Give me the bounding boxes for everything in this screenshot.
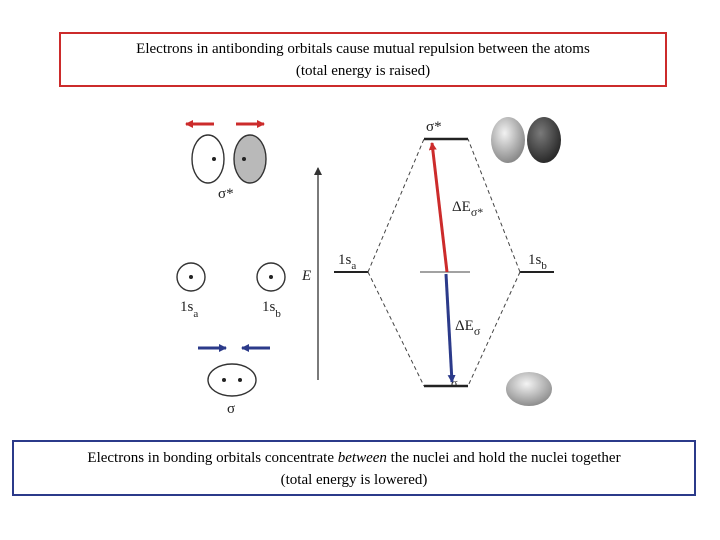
bonding-orbital-shape bbox=[207, 363, 257, 397]
bonding-caption-before: Electrons in bonding orbitals concentrat… bbox=[87, 450, 338, 466]
nucleus-dot bbox=[212, 157, 216, 161]
delta-e-sigma-arrow bbox=[444, 273, 456, 383]
sigma-star-level-label: σ* bbox=[426, 119, 442, 135]
sigma-label: σ bbox=[227, 401, 235, 417]
antibonding-render-light-lobe bbox=[491, 117, 525, 163]
level-1sb-main: 1s bbox=[528, 252, 542, 268]
delta-e-star-sub: σ* bbox=[471, 205, 483, 219]
atomic-orbital-b bbox=[256, 262, 286, 292]
delta-e-star-main: ΔE bbox=[452, 199, 471, 215]
bonding-caption-after: the nuclei and hold the nuclei together bbox=[386, 450, 621, 466]
delta-e-sub: σ bbox=[474, 324, 481, 338]
sigma-level-label: σ bbox=[451, 376, 458, 390]
atomic-orbital-a bbox=[176, 262, 206, 292]
atom-a-label: 1sa bbox=[180, 299, 198, 320]
bonding-caption-line2: (total energy is lowered) bbox=[280, 472, 428, 488]
atom-a-main: 1s bbox=[180, 299, 194, 315]
nucleus-dot bbox=[269, 275, 273, 279]
antibonding-caption-line1: Electrons in antibonding orbitals cause … bbox=[136, 41, 590, 57]
antibonding-render-dark-lobe bbox=[527, 117, 561, 163]
delta-e-sigma-star-label: ΔEσ* bbox=[452, 199, 483, 219]
level-1sb-label: 1sb bbox=[528, 252, 547, 272]
sigma-star-label: σ* bbox=[218, 186, 234, 202]
antibonding-caption-line2: (total energy is raised) bbox=[295, 63, 431, 79]
energy-axis-label: E bbox=[301, 268, 311, 284]
atom-b-sub: b bbox=[275, 308, 281, 320]
nucleus-dot bbox=[242, 157, 246, 161]
nucleus-dot bbox=[189, 275, 193, 279]
bonding-render bbox=[506, 372, 552, 406]
level-1sb-sub: b bbox=[541, 260, 547, 272]
antibonding-lobe-right bbox=[233, 134, 267, 184]
antibonding-lobe-left bbox=[191, 134, 225, 184]
nucleus-dot bbox=[222, 378, 226, 382]
nucleus-dot bbox=[238, 378, 242, 382]
atom-b-label: 1sb bbox=[262, 299, 281, 320]
atom-a-sub: a bbox=[193, 308, 198, 320]
atom-b-main: 1s bbox=[262, 299, 276, 315]
bonding-caption-line1: Electrons in bonding orbitals concentrat… bbox=[14, 447, 694, 469]
correlation-lines bbox=[367, 138, 521, 387]
level-1sa-main: 1s bbox=[338, 252, 352, 268]
delta-e-sigma-label: ΔEσ bbox=[455, 318, 481, 338]
antibonding-caption-box: Electrons in antibonding orbitals cause … bbox=[59, 32, 667, 87]
bonding-caption-emphasis: between bbox=[337, 450, 387, 466]
level-1sa-label: 1sa bbox=[338, 252, 356, 272]
delta-e-sigma-star-arrow bbox=[428, 142, 449, 273]
bonding-caption-box: Electrons in bonding orbitals concentrat… bbox=[12, 440, 696, 496]
delta-e-main: ΔE bbox=[455, 318, 474, 334]
level-1sa-sub: a bbox=[351, 260, 356, 272]
